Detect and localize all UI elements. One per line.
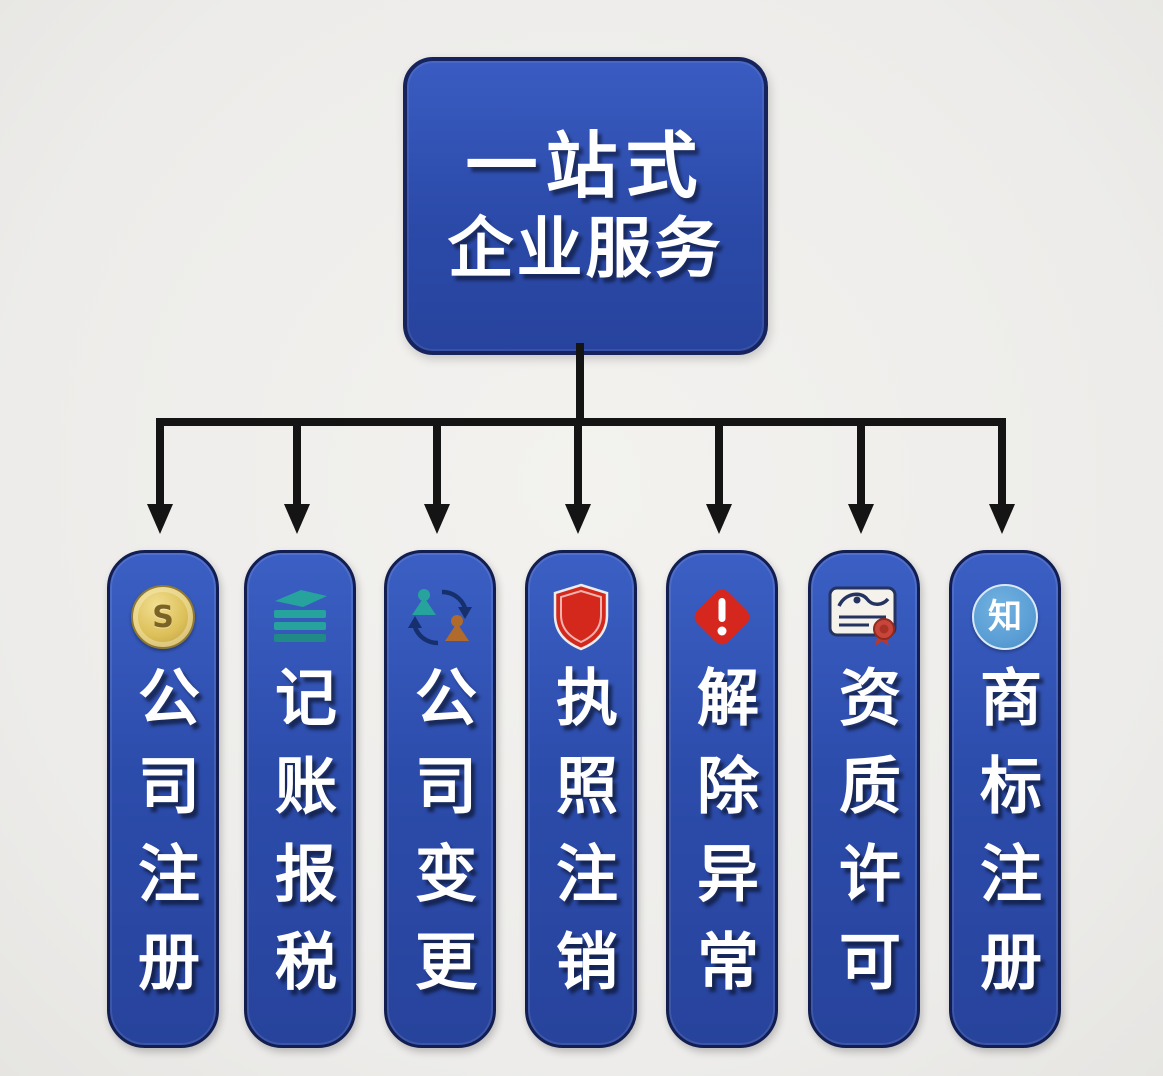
alert-diamond-icon [687,575,757,659]
arrow-line [998,418,1006,508]
service-card-label: 商标注册 [969,665,1042,1017]
service-card-label: 公司注册 [127,665,200,1017]
coin-letter: S [152,599,174,635]
arrow-line [857,418,865,508]
arrow-line [433,418,441,508]
service-card-label: 解除异常 [686,665,759,1017]
knowledge-circle-icon: 知 [972,575,1038,659]
arrow-head-icon [565,504,591,534]
service-card-qualification-license: 资质许可 [808,550,920,1048]
service-card-label: 记账报税 [264,665,337,1017]
service-card-label: 资质许可 [828,665,901,1017]
arrow-head-icon [706,504,732,534]
service-card-license-cancellation: 执照注销 [525,550,637,1048]
arrow-head-icon [989,504,1015,534]
ledger-stack-icon [265,575,335,659]
arrow-head-icon [147,504,173,534]
arrow-line [293,418,301,508]
cycle-arrows-icon [402,575,478,659]
coin-icon: S [131,575,195,659]
shield-icon [550,575,612,659]
certificate-icon [827,575,901,659]
arrow-head-icon [848,504,874,534]
service-card-label: 执照注销 [545,665,618,1017]
arrow-line [574,418,582,508]
connector-stem [576,343,584,426]
knowledge-circle-char: 知 [988,597,1022,637]
service-card-trademark-registration: 知 商标注册 [949,550,1061,1048]
service-card-label: 公司变更 [404,665,477,1017]
service-card-company-registration: S 公司注册 [107,550,219,1048]
arrow-line [715,418,723,508]
service-card-bookkeeping-tax: 记账报税 [244,550,356,1048]
arrow-line [156,418,164,508]
title-box: 一站式 企业服务 [403,57,768,355]
arrow-head-icon [284,504,310,534]
arrow-head-icon [424,504,450,534]
title-line-2: 企业服务 [447,210,724,287]
service-card-abnormality-removal: 解除异常 [666,550,778,1048]
service-card-company-change: 公司变更 [384,550,496,1048]
title-line-1: 一站式 [465,124,706,208]
